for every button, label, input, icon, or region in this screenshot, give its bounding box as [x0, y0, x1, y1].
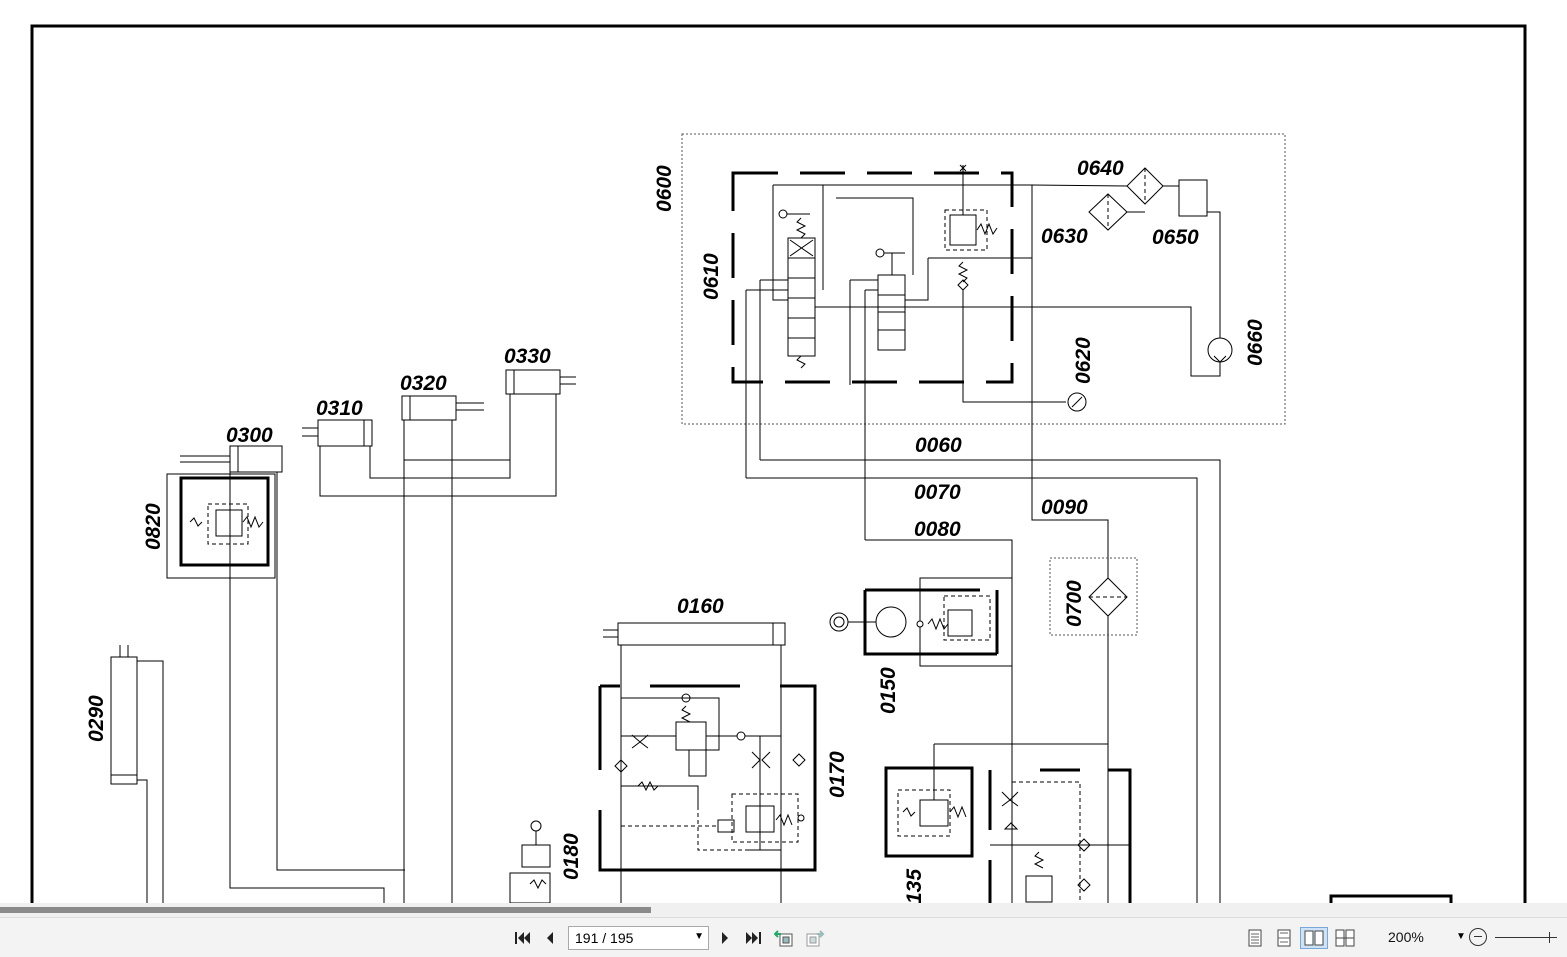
- label-0150: 0150: [877, 667, 900, 714]
- last-page-icon[interactable]: [742, 927, 766, 949]
- component-bottom-right: [1329, 894, 1453, 903]
- cylinder-0290: [110, 645, 164, 903]
- label-0170: 0170: [826, 751, 849, 798]
- relief-valve-0610: [944, 164, 998, 291]
- drawing-border: [30, 24, 1527, 903]
- first-page-icon[interactable]: [510, 927, 534, 949]
- next-view-icon[interactable]: [803, 927, 827, 949]
- cylinder-0310: [302, 419, 373, 447]
- piping-0610: [745, 184, 1221, 540]
- page-indicator: 191 / 195: [575, 930, 634, 946]
- schematic-canvas: 0600 0610 0620 0630 0640 0650 0660 0060 …: [30, 24, 1527, 903]
- chevron-down-icon[interactable]: ▼: [694, 931, 704, 942]
- facing-continuous-icon[interactable]: [1333, 927, 1357, 949]
- valve-group-0610-box: [731, 171, 1014, 384]
- valve-135: [884, 743, 1108, 858]
- facing-pages-icon[interactable]: [1300, 927, 1328, 949]
- label-0320: 0320: [400, 372, 447, 395]
- previous-view-icon[interactable]: [772, 927, 796, 949]
- label-0310: 0310: [316, 397, 363, 420]
- label-0180: 0180: [560, 833, 583, 880]
- label-0630: 0630: [1041, 225, 1088, 248]
- previous-page-icon[interactable]: [538, 927, 562, 949]
- label-0330: 0330: [504, 345, 551, 368]
- filter-0700-box: [1049, 557, 1138, 636]
- label-0160: 0160: [677, 595, 724, 618]
- label-0660: 0660: [1244, 319, 1267, 366]
- cylinder-0330: [505, 369, 576, 395]
- pump-0660: [1207, 337, 1233, 363]
- tank-0650: [1178, 179, 1208, 217]
- pump-group-0150: [829, 577, 1013, 667]
- page-number-field[interactable]: 191 / 195 ▼: [568, 926, 709, 950]
- cylinder-0160: [603, 622, 786, 903]
- zoom-slider-handle[interactable]: [1549, 932, 1550, 943]
- cylinder-0320: [401, 395, 484, 421]
- filter-0700: [1088, 577, 1128, 617]
- continuous-page-icon[interactable]: [1272, 927, 1296, 949]
- label-0650: 0650: [1152, 226, 1199, 249]
- scrollbar-thumb[interactable]: [0, 907, 651, 913]
- zoom-level[interactable]: 200%: [1388, 929, 1424, 945]
- valve-0180: [509, 820, 551, 903]
- hydraulic-schematic: 0600 0610 0620 0630 0640 0650 0660 0060 …: [30, 24, 1527, 903]
- cylinder-piping: [319, 394, 557, 903]
- label-0070: 0070: [914, 481, 961, 504]
- directional-valve-2: [875, 248, 906, 351]
- label-0610: 0610: [700, 253, 723, 300]
- directional-valve-1: [778, 209, 816, 369]
- cylinder-0300: [180, 445, 283, 473]
- unit-0600-box: [681, 133, 1286, 425]
- label-0080: 0080: [914, 518, 961, 541]
- label-0090: 0090: [1041, 496, 1088, 519]
- valve-block-right: [988, 768, 1132, 903]
- viewer-toolbar: 191 / 195 ▼ 200% ▼: [0, 917, 1567, 957]
- label-0600: 0600: [653, 165, 676, 212]
- zoom-dropdown-icon[interactable]: ▼: [1456, 931, 1466, 942]
- label-0620: 0620: [1072, 337, 1095, 384]
- valve-0820: [166, 472, 405, 903]
- label-135: 135: [903, 869, 926, 903]
- label-0290: 0290: [85, 695, 108, 742]
- label-0700: 0700: [1063, 580, 1086, 627]
- label-0640: 0640: [1077, 157, 1124, 180]
- main-lines: [746, 459, 1221, 903]
- next-page-icon[interactable]: [713, 927, 737, 949]
- single-page-icon[interactable]: [1243, 927, 1267, 949]
- zoom-out-icon[interactable]: [1469, 928, 1487, 946]
- label-0060: 0060: [915, 434, 962, 457]
- zoom-slider[interactable]: [1495, 937, 1557, 938]
- label-0300: 0300: [226, 424, 273, 447]
- label-0820: 0820: [142, 503, 165, 550]
- valve-block-0170: [598, 684, 817, 872]
- horizontal-scrollbar[interactable]: [0, 903, 1567, 917]
